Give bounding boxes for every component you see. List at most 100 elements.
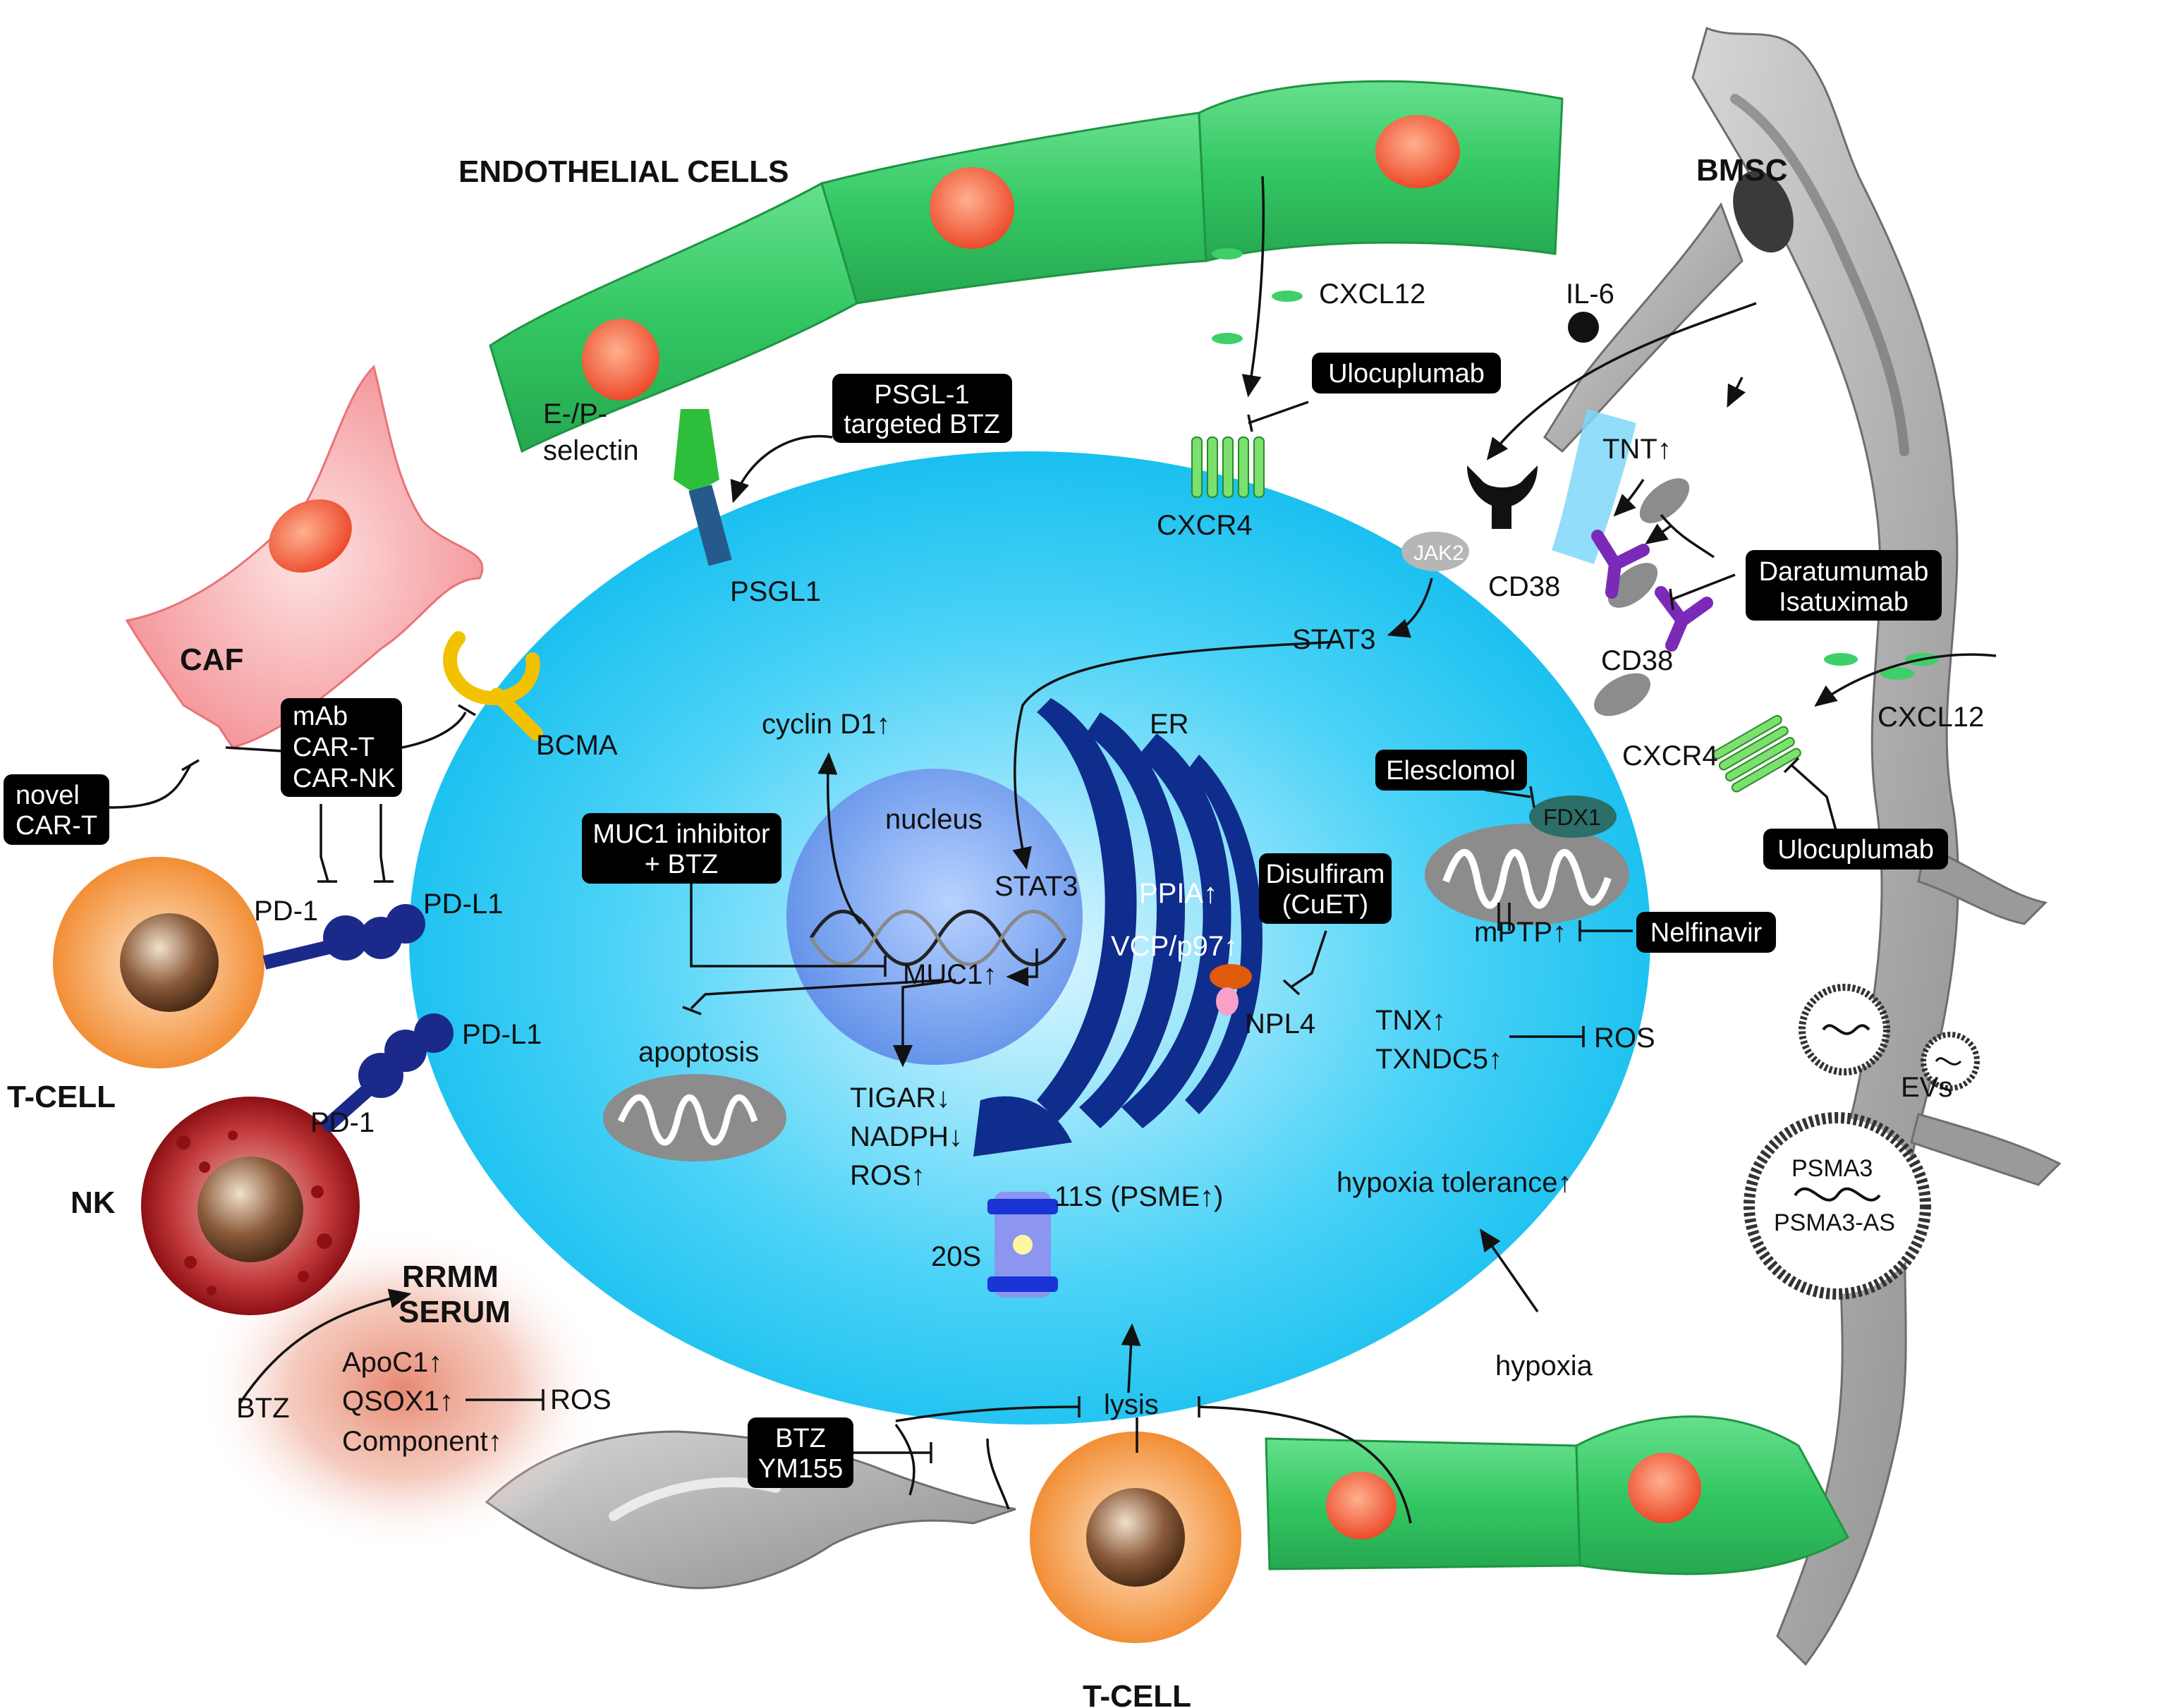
svg-text:Isatuximab: Isatuximab — [1779, 587, 1909, 617]
svg-text:TIGAR↓: TIGAR↓ — [850, 1082, 950, 1114]
mitochondrion-icon — [1425, 824, 1629, 925]
daratumumab-box: Daratumumab Isatuximab — [1746, 550, 1942, 621]
proteasome-icon — [987, 1192, 1058, 1298]
muc1-inhibitor-box: MUC1 inhibitor + BTZ — [582, 813, 781, 884]
btz-ym155-box: BTZ YM155 — [748, 1417, 853, 1488]
svg-text:BTZ: BTZ — [775, 1424, 826, 1453]
rrmm-label: RRMM — [402, 1259, 499, 1294]
elesclomol-box: Elesclomol — [1375, 750, 1527, 791]
svg-text:YM155: YM155 — [758, 1454, 843, 1484]
psgl1-receptor — [674, 409, 732, 566]
npl4-complex — [1210, 964, 1252, 1015]
svg-text:novel: novel — [16, 781, 80, 810]
endothelial-cells-top — [489, 80, 1564, 453]
svg-text:Disulfiram: Disulfiram — [1266, 860, 1385, 889]
il6-molecule — [1568, 312, 1599, 343]
endothelial-cells-label: ENDOTHELIAL CELLS — [458, 154, 789, 189]
svg-text:Daratumumab: Daratumumab — [1759, 557, 1929, 587]
nk-cell — [141, 1097, 360, 1315]
svg-text:PPIA↑: PPIA↑ — [1139, 878, 1217, 909]
svg-text:PSMA3-AS: PSMA3-AS — [1774, 1209, 1895, 1236]
svg-text:ROS: ROS — [1594, 1023, 1655, 1054]
serum-label: SERUM — [398, 1295, 511, 1329]
svg-text:mPTP↑: mPTP↑ — [1474, 917, 1566, 948]
endothelial-cells-bottom — [1265, 1415, 1849, 1575]
svg-text:ApoC1↑: ApoC1↑ — [342, 1347, 442, 1378]
svg-text:TNT↑: TNT↑ — [1602, 434, 1672, 465]
svg-text:CXCR4: CXCR4 — [1622, 740, 1718, 771]
svg-text:STAT3: STAT3 — [1292, 624, 1376, 655]
t-cell-left-label: T-CELL — [7, 1080, 116, 1114]
t-cell-bottom-label: T-CELL — [1083, 1679, 1191, 1708]
cd38-receptor — [1591, 530, 1713, 652]
rrmm-serum-glow — [197, 1227, 607, 1551]
svg-text:CXCL12: CXCL12 — [1878, 702, 1984, 733]
svg-text:lysis: lysis — [1104, 1389, 1159, 1420]
t-cell-left — [53, 857, 264, 1068]
svg-text:EVs: EVs — [1901, 1072, 1952, 1103]
svg-text:selectin: selectin — [543, 435, 639, 466]
caf-label: CAF — [180, 642, 243, 677]
cxcr4-receptor-right — [1712, 714, 1801, 793]
svg-text:MUC1 inhibitor: MUC1 inhibitor — [592, 819, 770, 849]
svg-text:(CuET): (CuET) — [1282, 890, 1368, 920]
svg-text:ROS↑: ROS↑ — [850, 1160, 925, 1191]
labels: ENDOTHELIAL CELLS BMSC CAF T-CELL NK T-C… — [7, 153, 1984, 1708]
svg-text:BTZ: BTZ — [236, 1393, 290, 1424]
svg-text:nucleus: nucleus — [885, 804, 982, 835]
svg-text:Nelfinavir: Nelfinavir — [1650, 918, 1763, 948]
cell-nucleus — [582, 319, 659, 401]
ulocuplumab-top-box: Ulocuplumab — [1312, 353, 1501, 394]
svg-text:hypoxia: hypoxia — [1495, 1350, 1593, 1381]
mab-cart-box: mAb CAR-T CAR-NK — [281, 698, 402, 797]
svg-text:Elesclomol: Elesclomol — [1386, 756, 1516, 786]
mitochondrion-icon — [603, 1074, 786, 1161]
psgl1-btz-box: PSGL-1 targeted BTZ — [832, 374, 1012, 443]
svg-text:Ulocuplumab: Ulocuplumab — [1328, 359, 1485, 389]
disulfiram-box: Disulfiram (CuET) — [1259, 853, 1392, 924]
svg-text:CAR-T: CAR-T — [16, 811, 97, 841]
svg-text:CXCL12: CXCL12 — [1319, 279, 1425, 310]
svg-text:Ulocuplumab: Ulocuplumab — [1777, 835, 1934, 865]
cell-nucleus — [930, 167, 1014, 249]
svg-text:hypoxia tolerance↑: hypoxia tolerance↑ — [1337, 1167, 1572, 1198]
svg-text:CD38: CD38 — [1488, 571, 1560, 602]
svg-text:STAT3: STAT3 — [994, 871, 1078, 902]
svg-text:ROS: ROS — [550, 1384, 612, 1415]
svg-text:NPL4: NPL4 — [1245, 1008, 1315, 1039]
svg-text:E-/P-: E-/P- — [543, 398, 607, 429]
fdx1-protein — [1529, 795, 1617, 838]
svg-text:IL-6: IL-6 — [1566, 279, 1614, 310]
svg-text:TNX↑: TNX↑ — [1375, 1005, 1446, 1036]
svg-text:MUC1↑: MUC1↑ — [903, 959, 997, 990]
svg-text:VCP/p97↑: VCP/p97↑ — [1111, 931, 1238, 962]
bmsc-label: BMSC — [1696, 153, 1788, 188]
svg-text:ER: ER — [1150, 709, 1189, 740]
novel-cart-box: novel CAR-T — [4, 774, 109, 845]
nucleus — [786, 769, 1083, 1065]
il6-receptor — [1467, 465, 1538, 529]
mitochondrion-icon — [1594, 478, 1690, 716]
svg-text:20S: 20S — [931, 1241, 981, 1272]
nk-label: NK — [71, 1185, 116, 1220]
cxcr4-receptor-top — [1191, 437, 1265, 498]
svg-text:Component↑: Component↑ — [342, 1426, 502, 1457]
svg-text:+ BTZ: + BTZ — [645, 850, 719, 879]
svg-text:QSOX1↑: QSOX1↑ — [342, 1386, 454, 1417]
svg-text:11S (PSME↑): 11S (PSME↑) — [1054, 1181, 1223, 1212]
ulocuplumab-right-box: Ulocuplumab — [1763, 829, 1948, 870]
svg-text:BCMA: BCMA — [536, 730, 618, 761]
svg-text:PD-1: PD-1 — [310, 1107, 375, 1138]
caf-cell — [125, 365, 484, 749]
svg-text:PSGL1: PSGL1 — [730, 576, 821, 607]
svg-text:PSMA3: PSMA3 — [1791, 1155, 1873, 1182]
cell-nucleus — [1375, 115, 1460, 188]
svg-text:CAR-T: CAR-T — [293, 733, 375, 762]
t-cell-bottom — [1030, 1432, 1241, 1643]
pd1-pdl1-upper — [262, 904, 425, 970]
pd1-pdl1-lower — [320, 1013, 454, 1134]
svg-text:NADPH↓: NADPH↓ — [850, 1121, 963, 1152]
svg-text:PD-1: PD-1 — [254, 896, 318, 927]
svg-text:CAR-NK: CAR-NK — [293, 764, 396, 793]
svg-text:CD38: CD38 — [1601, 645, 1673, 676]
